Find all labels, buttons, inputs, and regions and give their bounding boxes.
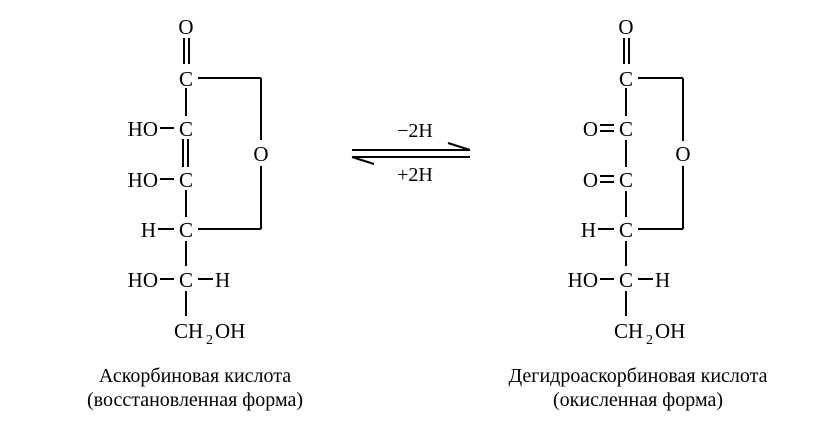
atom-ch2oh-ch: CH (614, 319, 643, 343)
atom-ch2oh-subscript: 2 (646, 333, 653, 348)
atom-h4: H (581, 218, 596, 242)
atom-ring-o: O (253, 142, 268, 166)
atom-ch2oh-oh: OH (655, 319, 685, 343)
forward-label: −2H (397, 120, 433, 142)
left-caption-line1: Аскорбиновая кислота (99, 365, 291, 387)
atom-ring-o: O (675, 142, 690, 166)
atom-c1: C (179, 67, 193, 91)
atom-ho5: HO (128, 268, 158, 292)
dehydroascorbic-acid-structure: O C O C O C O H C HO C H CH 2 OH Дегидро… (508, 15, 767, 411)
atom-c1: C (619, 67, 633, 91)
atom-c5: C (179, 268, 193, 292)
atom-ho5: HO (568, 268, 598, 292)
atom-c2: C (179, 117, 193, 141)
atom-o3: O (583, 168, 598, 192)
atom-ho2: HO (128, 168, 158, 192)
atom-h5: H (215, 268, 230, 292)
atom-c5: C (619, 268, 633, 292)
reverse-label: +2H (397, 164, 433, 186)
atom-ch2oh-subscript: 2 (206, 333, 213, 348)
atom-o-top: O (178, 15, 193, 39)
atom-c3: C (619, 168, 633, 192)
atom-o-top: O (618, 15, 633, 39)
ascorbic-acid-structure: O C HO C HO C O H C HO C H CH 2 OH Аскор… (87, 15, 303, 411)
right-caption-line1: Дегидроаскорбиновая кислота (508, 365, 767, 387)
atom-c2: C (619, 117, 633, 141)
atom-h5: H (655, 268, 670, 292)
atom-c4: C (179, 218, 193, 242)
atom-ch2oh-oh: OH (215, 319, 245, 343)
atom-ho1: HO (128, 117, 158, 141)
right-caption-line2: (окисленная форма) (553, 389, 723, 411)
atom-h4: H (141, 218, 156, 242)
forward-arrow-head (447, 142, 471, 151)
atom-c4: C (619, 218, 633, 242)
atom-c3: C (179, 168, 193, 192)
equilibrium-arrows: −2H +2H (351, 120, 471, 186)
left-caption-line2: (восстановленная форма) (87, 389, 303, 411)
reverse-arrow-head (351, 156, 375, 165)
atom-ch2oh-ch: CH (174, 319, 203, 343)
atom-o2: O (583, 117, 598, 141)
